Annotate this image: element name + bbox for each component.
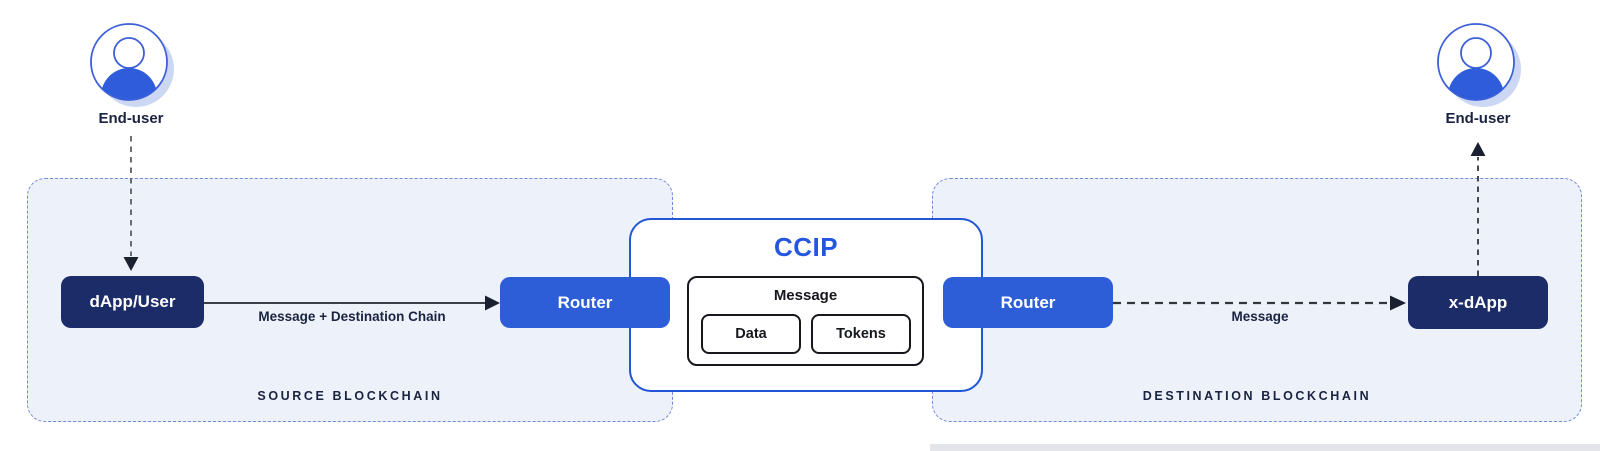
- end-user-icon: [90, 23, 174, 107]
- destination-blockchain-label: DESTINATION BLOCKCHAIN: [1142, 389, 1372, 403]
- destination-router-node: Router: [943, 277, 1113, 328]
- source-blockchain-label: SOURCE BLOCKCHAIN: [257, 389, 443, 403]
- end-user-icon: [1437, 23, 1521, 107]
- message-box-label: Message: [773, 287, 838, 304]
- end-user-label-left: End-user: [98, 110, 164, 127]
- message-box: Message Data Tokens: [687, 276, 924, 366]
- router-to-xdapp-edge-label: Message: [1231, 309, 1289, 324]
- ccip-box: CCIP Message Data Tokens: [629, 218, 983, 392]
- dapp-user-node: dApp/User: [61, 276, 204, 328]
- bottom-edge-artifact: [930, 444, 1600, 451]
- end-user-label-right: End-user: [1445, 110, 1511, 127]
- source-router-node: Router: [500, 277, 670, 328]
- dapp-to-router-edge-label: Message + Destination Chain: [258, 309, 446, 324]
- tokens-box: Tokens: [811, 314, 911, 354]
- data-box: Data: [701, 314, 801, 354]
- ccip-title: CCIP: [773, 232, 839, 262]
- xdapp-node: x-dApp: [1408, 276, 1548, 329]
